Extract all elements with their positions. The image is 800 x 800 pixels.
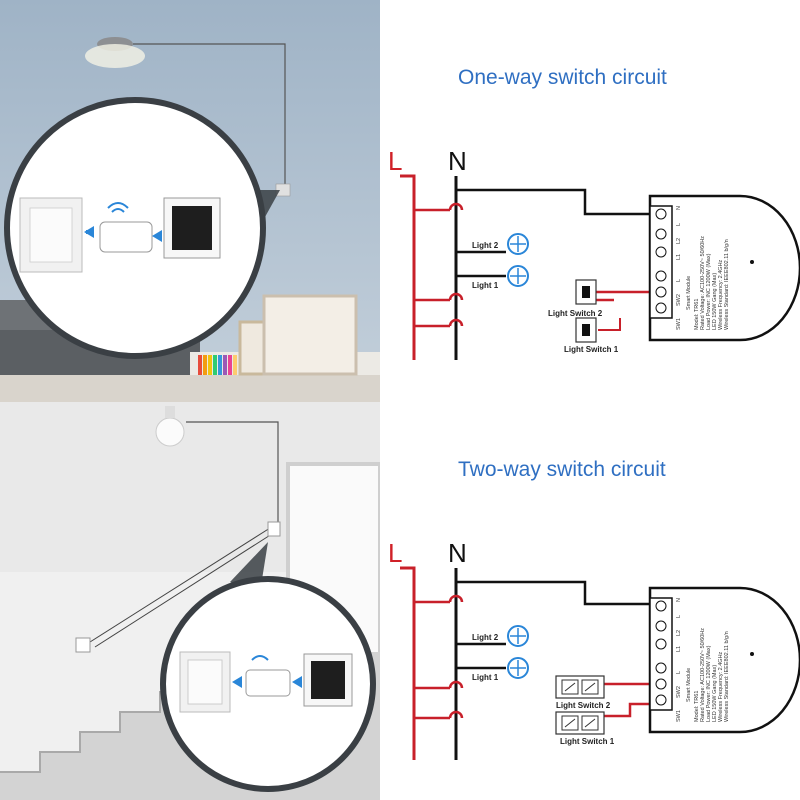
svg-text:SW2: SW2 <box>676 294 682 306</box>
live-label: L <box>388 538 402 568</box>
svg-text:LED 150W Gang (Max): LED 150W Gang (Max) <box>712 273 718 330</box>
svg-text:L: L <box>676 279 682 282</box>
svg-text:L2: L2 <box>676 238 682 244</box>
live-bus <box>400 174 416 360</box>
svg-text:SW2: SW2 <box>676 686 682 698</box>
svg-text:Load Power: INC 1200W (Max): Load Power: INC 1200W (Max) <box>706 645 712 722</box>
svg-text:L1: L1 <box>676 646 682 652</box>
svg-text:L2: L2 <box>676 630 682 636</box>
light-1-lamp-icon <box>507 657 529 679</box>
light-switch-1-label: Light Switch 1 <box>560 737 615 746</box>
svg-text:L1: L1 <box>676 254 682 260</box>
light-2-lamp-icon <box>507 233 529 255</box>
light-switch-1-icon <box>555 711 605 735</box>
svg-text:Model: TR61: Model: TR61 <box>694 691 700 722</box>
light-1-label: Light 1 <box>472 673 499 682</box>
svg-text:Model: TR61: Model: TR61 <box>694 299 700 330</box>
svg-text:Rated Voltage: AC100-250V~ 50/: Rated Voltage: AC100-250V~ 50/60Hz <box>700 628 706 722</box>
light-switch-2-label: Light Switch 2 <box>556 701 611 710</box>
svg-text:LED 150W Gang (Max): LED 150W Gang (Max) <box>712 665 718 722</box>
staircase-illustration <box>0 402 380 800</box>
smart-module-image <box>99 221 153 253</box>
svg-text:SW1: SW1 <box>676 710 682 722</box>
live-label: L <box>388 146 402 176</box>
two-way-diagram: Two-way switch circuit L N Light 2 <box>388 458 800 760</box>
svg-text:Wireless Standard: IEEE802.11: Wireless Standard: IEEE802.11 b/g/n <box>724 631 730 722</box>
svg-text:Rated Voltage: AC100-250V~ 50/: Rated Voltage: AC100-250V~ 50/60Hz <box>700 236 706 330</box>
svg-text:N: N <box>676 206 682 210</box>
light-switch-2-label: Light Switch 2 <box>548 309 603 318</box>
smart-module-1: SW1 SW2 L L1 L2 L N Smart Module Model: … <box>648 194 800 342</box>
neutral-label: N <box>448 146 467 176</box>
live-bus <box>400 566 416 760</box>
svg-text:Wireless Frequency: 2.4GHz: Wireless Frequency: 2.4GHz <box>718 651 724 722</box>
light-1-lamp-icon <box>507 265 529 287</box>
diagram-title: Two-way switch circuit <box>458 458 666 481</box>
light-2-label: Light 2 <box>472 241 499 250</box>
light-2-lamp-icon <box>507 625 529 647</box>
light-1-label: Light 1 <box>472 281 499 290</box>
svg-text:SW1: SW1 <box>676 318 682 330</box>
svg-text:Load Power: INC 1200W (Max): Load Power: INC 1200W (Max) <box>706 253 712 330</box>
light-2-label: Light 2 <box>472 633 499 642</box>
svg-text:Wireless Frequency: 2.4GHz: Wireless Frequency: 2.4GHz <box>718 259 724 330</box>
light-switch-2-icon <box>555 675 605 699</box>
diagram-title: One-way switch circuit <box>458 66 667 89</box>
smart-module-2: SW1 SW2 L L1 L2 L N Smart Module Model: … <box>648 586 800 734</box>
light-switch-1-label: Light Switch 1 <box>564 345 619 354</box>
svg-text:L: L <box>676 671 682 674</box>
wiring-diagrams: One-way switch circuit L N <box>380 0 800 800</box>
svg-text:L: L <box>676 615 682 618</box>
neutral-label: N <box>448 538 467 568</box>
svg-text:L: L <box>676 223 682 226</box>
svg-text:Smart Module: Smart Module <box>686 276 692 310</box>
svg-text:N: N <box>676 598 682 602</box>
svg-text:Wireless Standard: IEEE802.11: Wireless Standard: IEEE802.11 b/g/n <box>724 239 730 330</box>
svg-text:Smart Module: Smart Module <box>686 668 692 702</box>
living-room-illustration <box>0 0 380 402</box>
one-way-diagram: One-way switch circuit L N <box>388 66 800 360</box>
